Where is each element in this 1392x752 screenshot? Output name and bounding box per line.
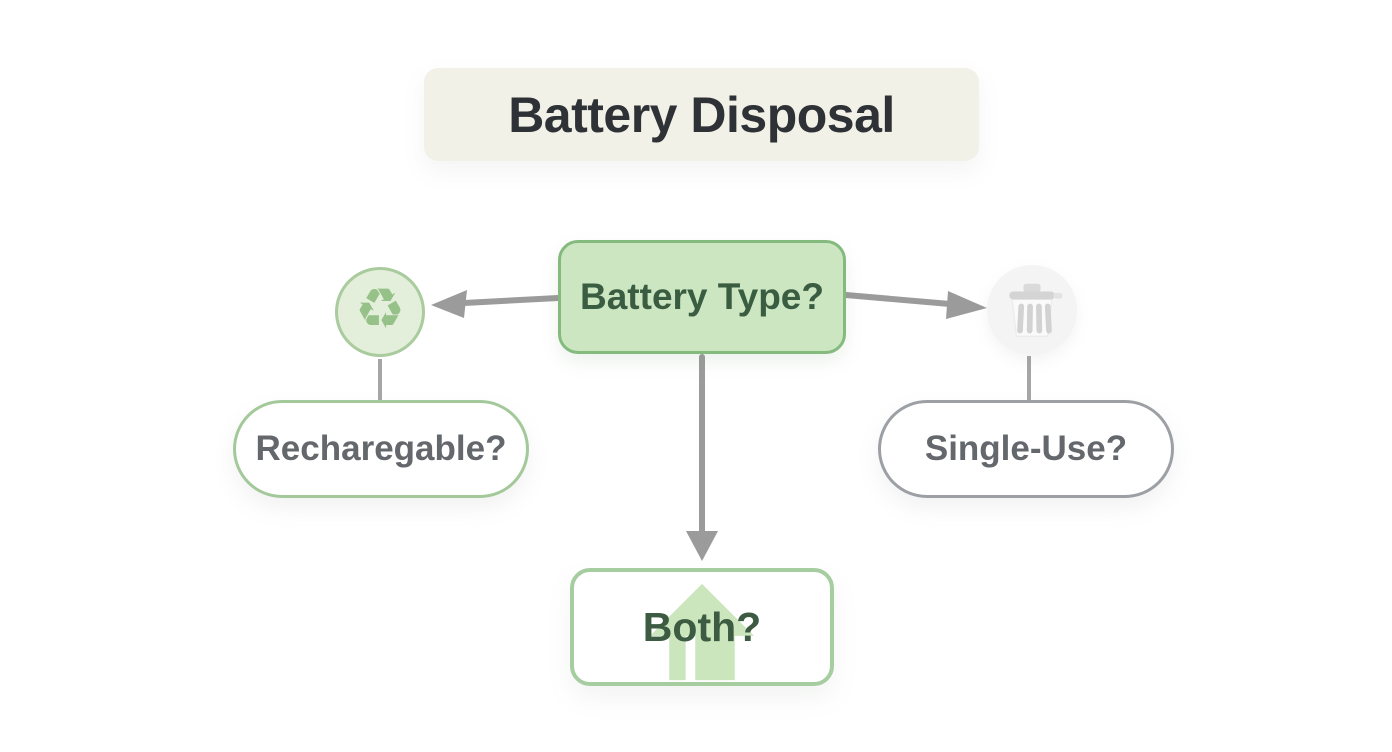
trash-icon [987, 265, 1077, 355]
node-single-use-label: Single-Use? [924, 429, 1128, 468]
page-title: Battery Disposal [424, 68, 979, 161]
node-both-label: Both? [642, 603, 762, 650]
trash-can-icon [1009, 283, 1063, 338]
node-battery-type-label: Battery Type? [580, 276, 824, 317]
arrow-left [431, 290, 561, 318]
recycle-icon-glyph: ♻ [354, 277, 406, 342]
node-single-use: Single-Use? [878, 400, 1174, 498]
node-battery-type: Battery Type? [558, 240, 846, 354]
arrow-down [686, 354, 718, 561]
node-rechargeable-label: Recharegable? [255, 429, 507, 468]
page-title-label: Battery Disposal [508, 86, 895, 143]
node-both: Both? [570, 568, 834, 686]
node-rechargeable: Recharegable? [233, 400, 529, 498]
home-icon [650, 583, 754, 681]
arrow-right [843, 291, 987, 319]
recycle-icon: ♻ [335, 267, 425, 357]
